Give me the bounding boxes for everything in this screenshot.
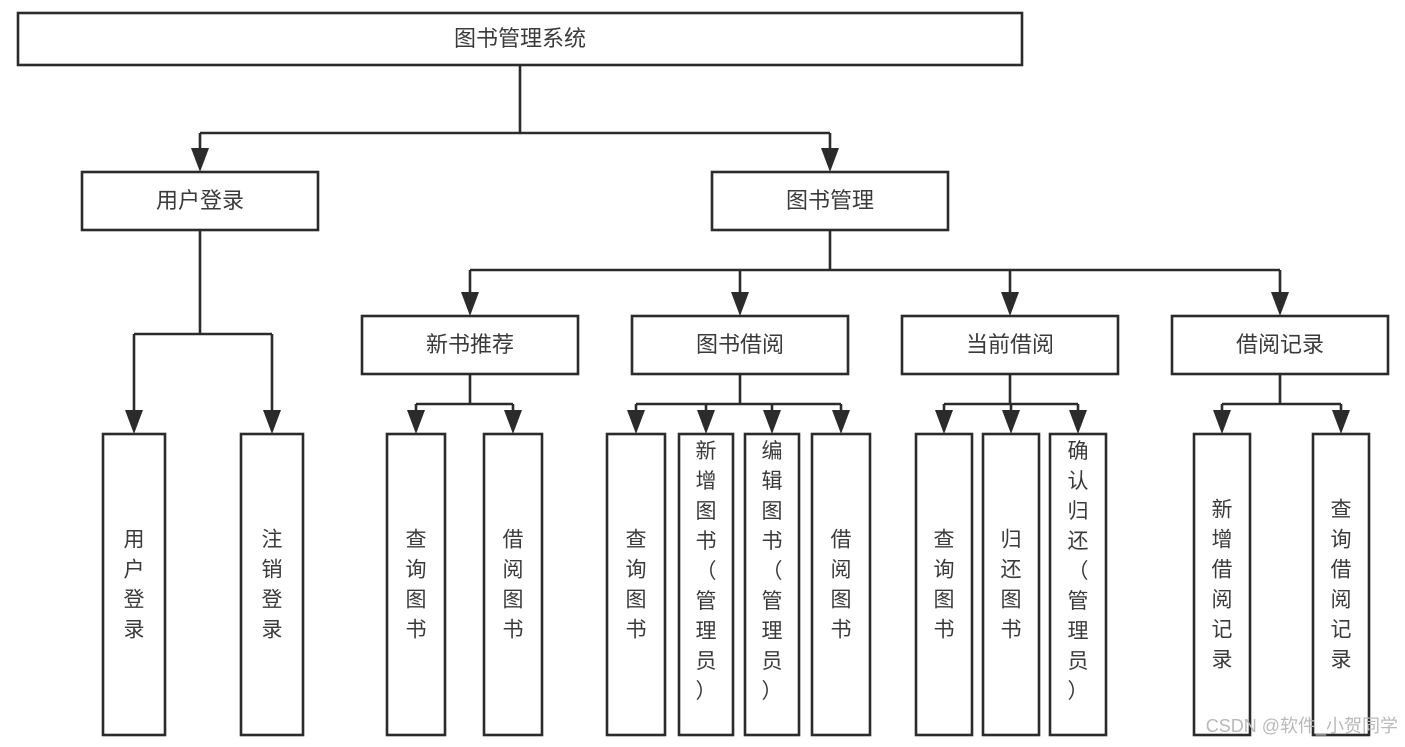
arrow-head-icon-level2-3 <box>1271 292 1289 316</box>
node-leaf-借阅记录-查询借阅记录[interactable]: 查询借阅记录 <box>1311 432 1371 737</box>
arrow-head-icon-level1-1 <box>821 148 839 172</box>
node-leaf-图书借阅-新增图书管理员-box[interactable] <box>677 432 735 737</box>
node-l2-当前借阅-label: 当前借阅 <box>966 332 1054 357</box>
arrow-head-icon-leaf-3-2 <box>1069 410 1087 434</box>
node-leaf-图书借阅-查询图书[interactable]: 查询图书 <box>605 432 667 737</box>
node-leaf-当前借阅-归还图书-box[interactable] <box>981 432 1041 737</box>
node-leaf-图书借阅-编辑图书管理员[interactable]: 编辑图书（管理员） <box>743 432 801 737</box>
node-leaf-借阅记录-新增借阅记录[interactable]: 新增借阅记录 <box>1192 432 1252 737</box>
node-leaf-图书借阅-借阅图书-label: 借阅图书 <box>831 529 852 642</box>
arrow-head-icon-leaf-2-3 <box>832 410 850 434</box>
node-l2-当前借阅[interactable]: 当前借阅 <box>900 314 1120 376</box>
node-leaf-图书借阅-借阅图书-box[interactable] <box>810 432 872 737</box>
node-leaf-新书推荐-借阅图书-box[interactable] <box>482 432 544 737</box>
node-l2-借阅记录-label: 借阅记录 <box>1236 332 1324 357</box>
node-l1-图书管理-label: 图书管理 <box>786 188 874 213</box>
node-leaf-新书推荐-查询图书-box[interactable] <box>385 432 447 737</box>
arrow-head-icon-leaf-2-1 <box>697 410 715 434</box>
node-leaf-用户登录-注销登录[interactable]: 注销登录 <box>239 432 305 737</box>
node-l2-新书推荐-box[interactable] <box>360 314 580 376</box>
node-l2-图书借阅[interactable]: 图书借阅 <box>630 314 850 376</box>
node-l2-借阅记录-box[interactable] <box>1170 314 1390 376</box>
node-l2-借阅记录[interactable]: 借阅记录 <box>1170 314 1390 376</box>
node-l2-当前借阅-box[interactable] <box>900 314 1120 376</box>
node-layer: 图书管理系统用户登录图书管理新书推荐图书借阅当前借阅借阅记录用户登录注销登录查询… <box>16 11 1390 737</box>
node-leaf-当前借阅-查询图书-box[interactable] <box>914 432 974 737</box>
arrow-head-icon-leaf-2-0 <box>627 410 645 434</box>
node-leaf-借阅记录-新增借阅记录-label: 新增借阅记录 <box>1212 499 1233 672</box>
node-l2-新书推荐[interactable]: 新书推荐 <box>360 314 580 376</box>
node-l1-用户登录-label: 用户登录 <box>156 188 244 213</box>
node-leaf-当前借阅-查询图书[interactable]: 查询图书 <box>914 432 974 737</box>
arrow-head-icon-level1-0 <box>191 148 209 172</box>
node-leaf-新书推荐-借阅图书[interactable]: 借阅图书 <box>482 432 544 737</box>
connector-layer <box>125 65 1350 434</box>
arrow-head-icon-leaf-0-1 <box>263 410 281 434</box>
arrow-head-icon-leaf-0-0 <box>125 410 143 434</box>
arrow-head-icon-leaf-3-0 <box>935 410 953 434</box>
arrow-head-icon-leaf-3-1 <box>1002 410 1020 434</box>
node-leaf-用户登录-用户登录-box[interactable] <box>101 432 167 737</box>
node-leaf-当前借阅-确认归还管理员[interactable]: 确认归还（管理员） <box>1048 432 1108 737</box>
node-leaf-图书借阅-新增图书管理员[interactable]: 新增图书（管理员） <box>677 432 735 737</box>
node-leaf-当前借阅-确认归还管理员-label: 确认归还（管理员） <box>1068 440 1089 703</box>
node-leaf-借阅记录-查询借阅记录-label: 查询借阅记录 <box>1331 499 1352 672</box>
node-leaf-图书借阅-编辑图书管理员-label: 编辑图书（管理员） <box>762 440 783 703</box>
node-l1-用户登录[interactable]: 用户登录 <box>80 170 320 232</box>
node-leaf-当前借阅-归还图书[interactable]: 归还图书 <box>981 432 1041 737</box>
node-leaf-图书借阅-编辑图书管理员-box[interactable] <box>743 432 801 737</box>
node-l1-图书管理-box[interactable] <box>710 170 950 232</box>
node-leaf-图书借阅-新增图书管理员-label: 新增图书（管理员） <box>696 440 717 703</box>
node-root-图书管理系统-box[interactable] <box>16 11 1024 67</box>
node-leaf-当前借阅-确认归还管理员-box[interactable] <box>1048 432 1108 737</box>
arrow-head-icon-level2-1 <box>731 292 749 316</box>
arrow-head-icon-leaf-2-2 <box>763 410 781 434</box>
arrow-head-icon-leaf-4-1 <box>1332 410 1350 434</box>
node-l2-新书推荐-label: 新书推荐 <box>426 332 514 357</box>
csdn-watermark: CSDN @软件_小贺同学 <box>1206 716 1398 737</box>
arrow-head-icon-leaf-1-1 <box>504 410 522 434</box>
node-l2-图书借阅-label: 图书借阅 <box>696 332 784 357</box>
node-leaf-图书借阅-借阅图书[interactable]: 借阅图书 <box>810 432 872 737</box>
node-root-图书管理系统-label: 图书管理系统 <box>454 26 586 51</box>
node-leaf-借阅记录-查询借阅记录-box[interactable] <box>1311 432 1371 737</box>
node-leaf-图书借阅-查询图书-label: 查询图书 <box>626 529 647 642</box>
node-leaf-新书推荐-查询图书-label: 查询图书 <box>406 529 427 642</box>
node-leaf-新书推荐-查询图书[interactable]: 查询图书 <box>385 432 447 737</box>
node-l1-用户登录-box[interactable] <box>80 170 320 232</box>
node-leaf-当前借阅-查询图书-label: 查询图书 <box>934 529 955 642</box>
node-leaf-当前借阅-归还图书-label: 归还图书 <box>1001 529 1022 642</box>
node-l1-图书管理[interactable]: 图书管理 <box>710 170 950 232</box>
node-leaf-用户登录-用户登录[interactable]: 用户登录 <box>101 432 167 737</box>
node-leaf-借阅记录-新增借阅记录-box[interactable] <box>1192 432 1252 737</box>
node-leaf-新书推荐-借阅图书-label: 借阅图书 <box>503 529 524 642</box>
node-l2-图书借阅-box[interactable] <box>630 314 850 376</box>
arrow-head-icon-level2-2 <box>1001 292 1019 316</box>
node-leaf-用户登录-注销登录-label: 注销登录 <box>262 529 283 642</box>
node-leaf-用户登录-注销登录-box[interactable] <box>239 432 305 737</box>
arrow-head-icon-level2-0 <box>461 292 479 316</box>
arrow-head-icon-leaf-1-0 <box>407 410 425 434</box>
node-leaf-图书借阅-查询图书-box[interactable] <box>605 432 667 737</box>
node-root-图书管理系统[interactable]: 图书管理系统 <box>16 11 1024 67</box>
arrow-head-icon-leaf-4-0 <box>1213 410 1231 434</box>
node-leaf-用户登录-用户登录-label: 用户登录 <box>124 529 145 642</box>
